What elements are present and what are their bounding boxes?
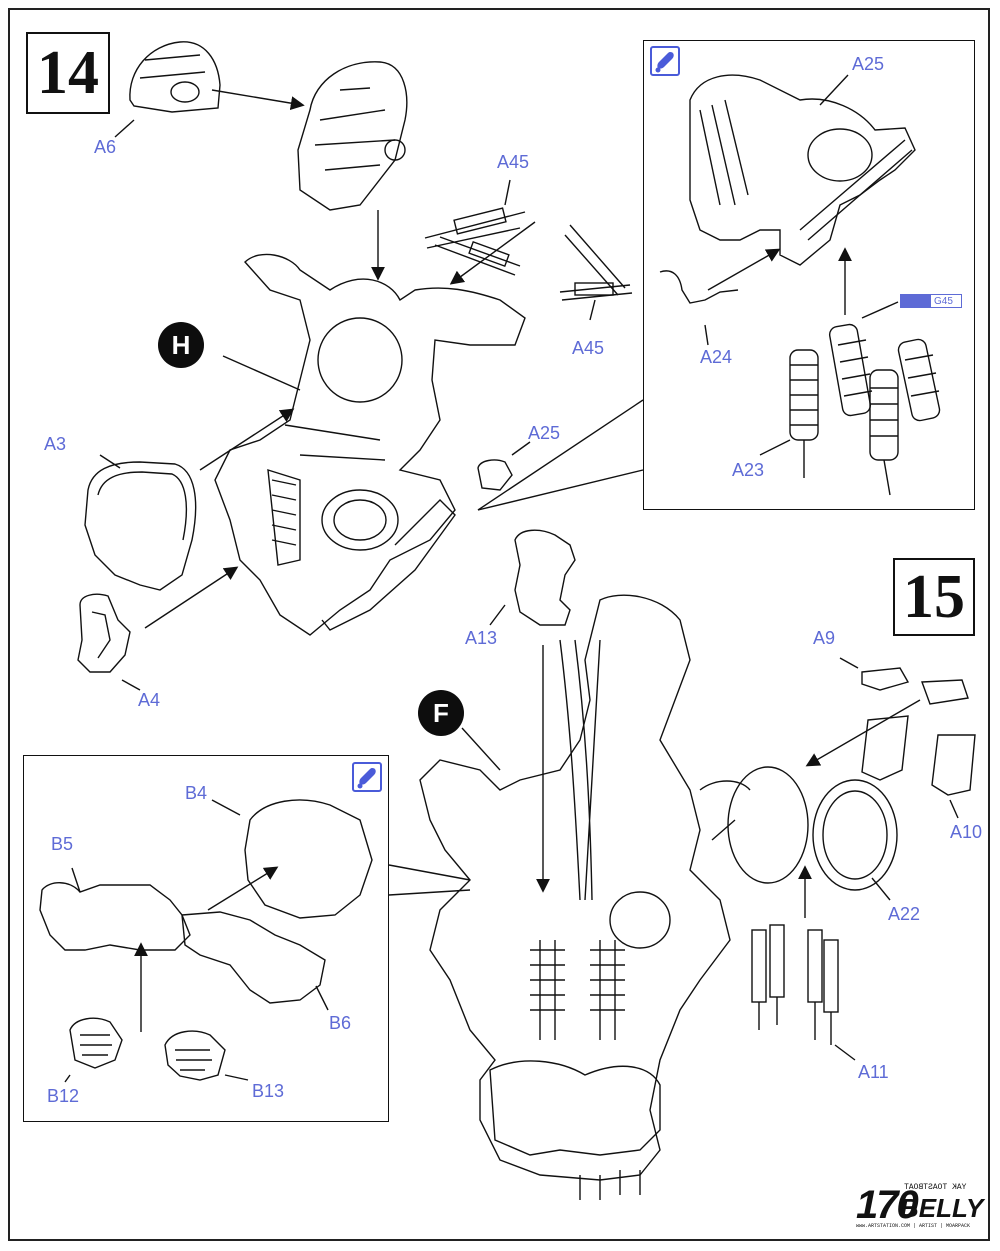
- label-a45-right: A45: [572, 338, 605, 358]
- part-a22-right: [812, 779, 898, 891]
- label-a13: A13: [465, 628, 498, 648]
- label-b5: B5: [51, 834, 74, 854]
- part-a11-shocks: [751, 924, 839, 1045]
- label-a6: A6: [94, 137, 117, 157]
- part-a9: [861, 667, 910, 691]
- part-body-h: [214, 253, 526, 636]
- part-a22-left: [727, 766, 809, 884]
- label-b6: B6: [329, 1013, 352, 1033]
- part-a45-3: [564, 224, 626, 296]
- part-b5: [39, 882, 191, 951]
- label-b4: B4: [185, 783, 208, 803]
- logo-word: BELLY: [900, 1193, 984, 1223]
- label-a10: A10: [950, 822, 983, 842]
- part-a10: [861, 715, 909, 781]
- tag-fill: [901, 295, 931, 307]
- part-a23-springs: [789, 323, 941, 496]
- page-frame: [8, 8, 990, 1241]
- step-number-15: 15: [893, 558, 975, 636]
- logo-number: 170: [856, 1183, 919, 1227]
- part-a24: [659, 270, 739, 304]
- label-a25-main: A25: [528, 423, 561, 443]
- tag-label: G45: [934, 295, 953, 307]
- label-a24: A24: [700, 347, 733, 367]
- label-a4: A4: [138, 690, 161, 710]
- label-a9: A9: [813, 628, 836, 648]
- label-b12: B12: [47, 1086, 80, 1106]
- subassembly-callout-f: F: [418, 690, 464, 736]
- label-b13: B13: [252, 1081, 285, 1101]
- part-a45-4: [559, 284, 633, 301]
- label-a11: A11: [858, 1062, 889, 1082]
- part-head: [297, 61, 408, 211]
- label-a3: A3: [44, 434, 67, 454]
- part-a13: [514, 529, 576, 626]
- subassembly-callout-h: H: [158, 322, 204, 368]
- logo-top-text: YAK TOASTBOAT: [904, 1183, 967, 1192]
- detail-inset-b4: [23, 755, 389, 1122]
- label-a25-inset: A25: [852, 54, 885, 74]
- part-b13: [164, 1030, 226, 1081]
- step-number-14: 14: [26, 32, 110, 114]
- part-a25-main: [477, 459, 513, 491]
- label-a23: A23: [732, 460, 765, 480]
- part-a3: [84, 461, 197, 591]
- label-a45-top: A45: [497, 152, 530, 172]
- label-a22: A22: [888, 904, 921, 924]
- part-b4: [244, 799, 373, 919]
- part-tag-g45: G45: [900, 294, 962, 308]
- part-a45-1: [424, 211, 526, 249]
- part-b12: [69, 1017, 123, 1069]
- part-body-f: [419, 594, 731, 1181]
- logo-bottom-text: www.ARTSTATION.COM | ARTIST | MOARPACK: [856, 1223, 971, 1229]
- part-b6: [181, 911, 326, 1004]
- glue-applicator-icon: [650, 46, 680, 76]
- detail-inset-a25: [643, 40, 975, 510]
- publisher-logo: 170 YAK TOASTBOAT BELLY www.ARTSTATION.C…: [856, 1183, 984, 1235]
- part-a6: [129, 41, 221, 113]
- glue-applicator-icon: [352, 762, 382, 792]
- part-a4: [77, 593, 131, 673]
